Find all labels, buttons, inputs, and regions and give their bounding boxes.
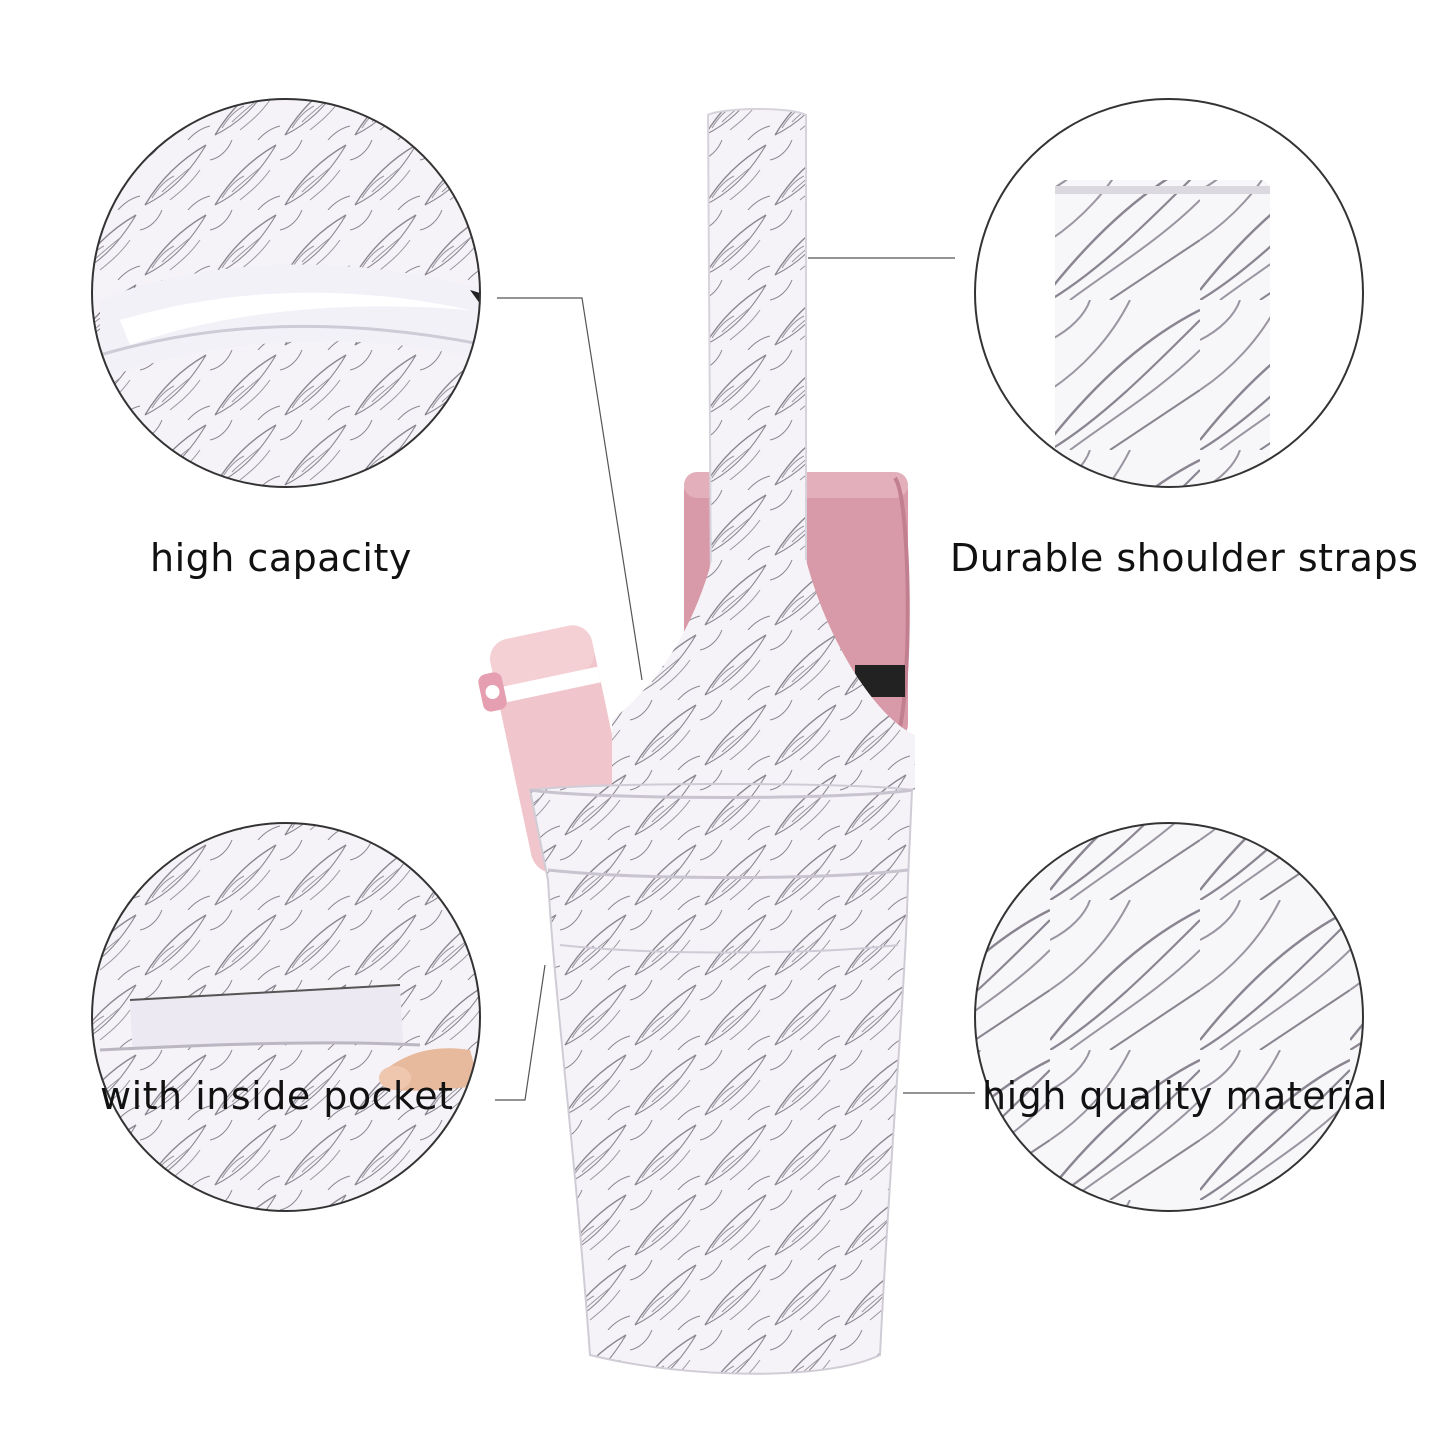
feature-label-material: high quality material [982, 1074, 1389, 1118]
detail-circle-strap [974, 98, 1364, 488]
detail-circle-pocket [91, 822, 481, 1212]
leader-lines [495, 257, 975, 1101]
feature-label-pocket: with inside pocket [100, 1074, 454, 1118]
yoga-bag [478, 107, 915, 1375]
feature-label-straps: Durable shoulder straps [950, 536, 1419, 580]
detail-circle-material [974, 822, 1364, 1212]
bag-body [528, 783, 914, 1375]
detail-circle-capacity [91, 98, 481, 488]
feature-label-capacity: high capacity [150, 536, 412, 580]
